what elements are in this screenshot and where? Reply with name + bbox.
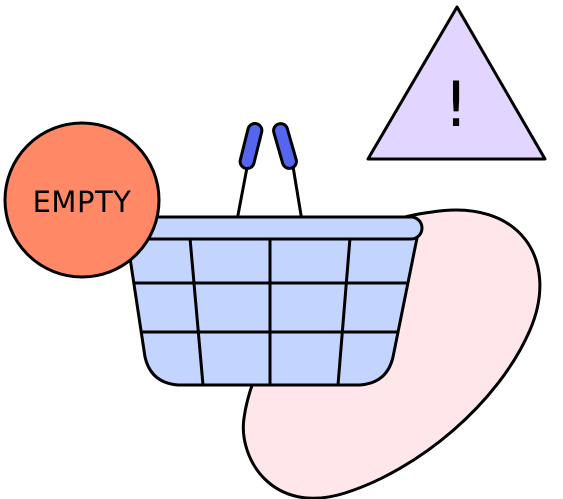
empty-badge-label: EMPTY [33,185,132,219]
warning-exclamation: ! [444,68,469,141]
warning-triangle-icon: ! [366,5,547,161]
empty-badge-icon: EMPTY [3,121,161,279]
shopping-basket-icon [116,121,424,387]
